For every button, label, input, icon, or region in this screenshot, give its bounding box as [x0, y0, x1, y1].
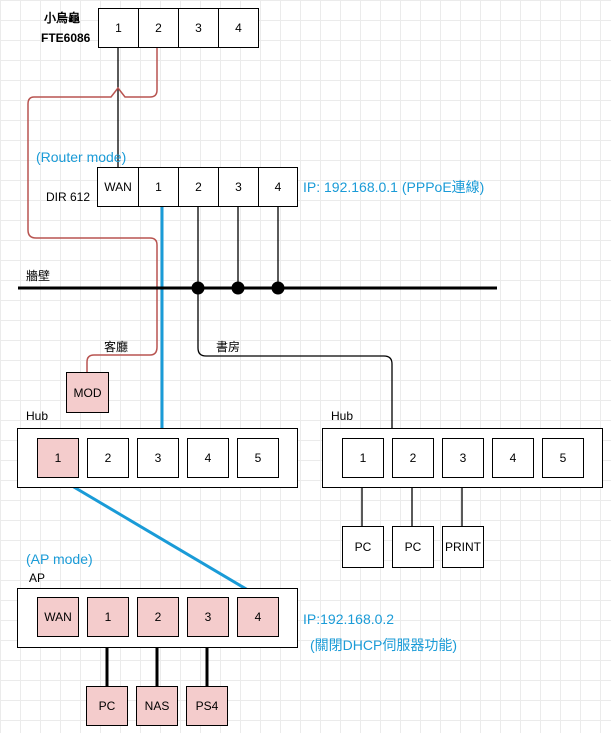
wall-label: 牆壁	[26, 269, 51, 283]
modem-port-4: 4	[218, 8, 259, 48]
ap-port-3: 3	[187, 597, 229, 637]
modem-name: 小烏龜	[44, 11, 81, 25]
ap-device-ps4: PS4	[186, 686, 228, 726]
study-pc-1: PC	[342, 526, 384, 568]
hub-left-port-2: 2	[87, 438, 129, 478]
hub-left-port-5: 5	[237, 438, 279, 478]
modem-port-1: 1	[98, 8, 139, 48]
ap-mode-label: (AP mode)	[26, 551, 93, 567]
mod-box: MOD	[66, 372, 109, 413]
router-port-4: 4	[258, 167, 298, 207]
modem-port-2: 2	[138, 8, 179, 48]
ap-port-2: 2	[137, 597, 179, 637]
ap-device-pc: PC	[86, 686, 128, 726]
hub-right-title: Hub	[331, 409, 354, 423]
router-port-1: 1	[138, 167, 179, 207]
cable-modem-to-mod	[27, 47, 158, 372]
router-mode-label: (Router mode)	[36, 149, 127, 165]
ap-title: AP	[29, 571, 46, 585]
study-printer: PRINT	[442, 526, 484, 568]
study-room-label: 書房	[216, 340, 241, 354]
ap-device-nas: NAS	[136, 686, 178, 726]
ap-ip: IP:192.168.0.2	[303, 611, 395, 627]
hub-left-port-3: 3	[137, 438, 179, 478]
wall-jack	[271, 281, 285, 295]
hub-left-title: Hub	[26, 409, 49, 423]
hub-left-port-1: 1	[37, 438, 79, 478]
router-name: DIR 612	[46, 190, 91, 204]
modem-port-3: 3	[178, 8, 219, 48]
router-port-2: 2	[178, 167, 219, 207]
study-pc-2: PC	[392, 526, 434, 568]
hub-right-port-1: 1	[342, 438, 384, 478]
living-room-label: 客廳	[104, 340, 129, 354]
hub-right-port-3: 3	[442, 438, 484, 478]
router-wan-port: WAN	[97, 167, 139, 207]
hub-left-port-4: 4	[187, 438, 229, 478]
cable-hub-to-ap	[61, 478, 259, 598]
cable-wall-to-study-hub	[197, 288, 393, 428]
hub-right-port-5: 5	[542, 438, 584, 478]
ap-wan-port: WAN	[37, 597, 79, 637]
hub-right-port-2: 2	[392, 438, 434, 478]
ap-dhcp-note: (關閉DHCP伺服器功能)	[310, 637, 457, 653]
ap-port-4: 4	[237, 597, 279, 637]
hub-right-port-4: 4	[492, 438, 534, 478]
router-port-3: 3	[218, 167, 259, 207]
ap-port-1: 1	[87, 597, 129, 637]
wall-jack	[231, 281, 245, 295]
router-ip: IP: 192.168.0.1 (PPPoE連線)	[303, 179, 485, 195]
modem-model: FTE6086	[41, 31, 91, 45]
